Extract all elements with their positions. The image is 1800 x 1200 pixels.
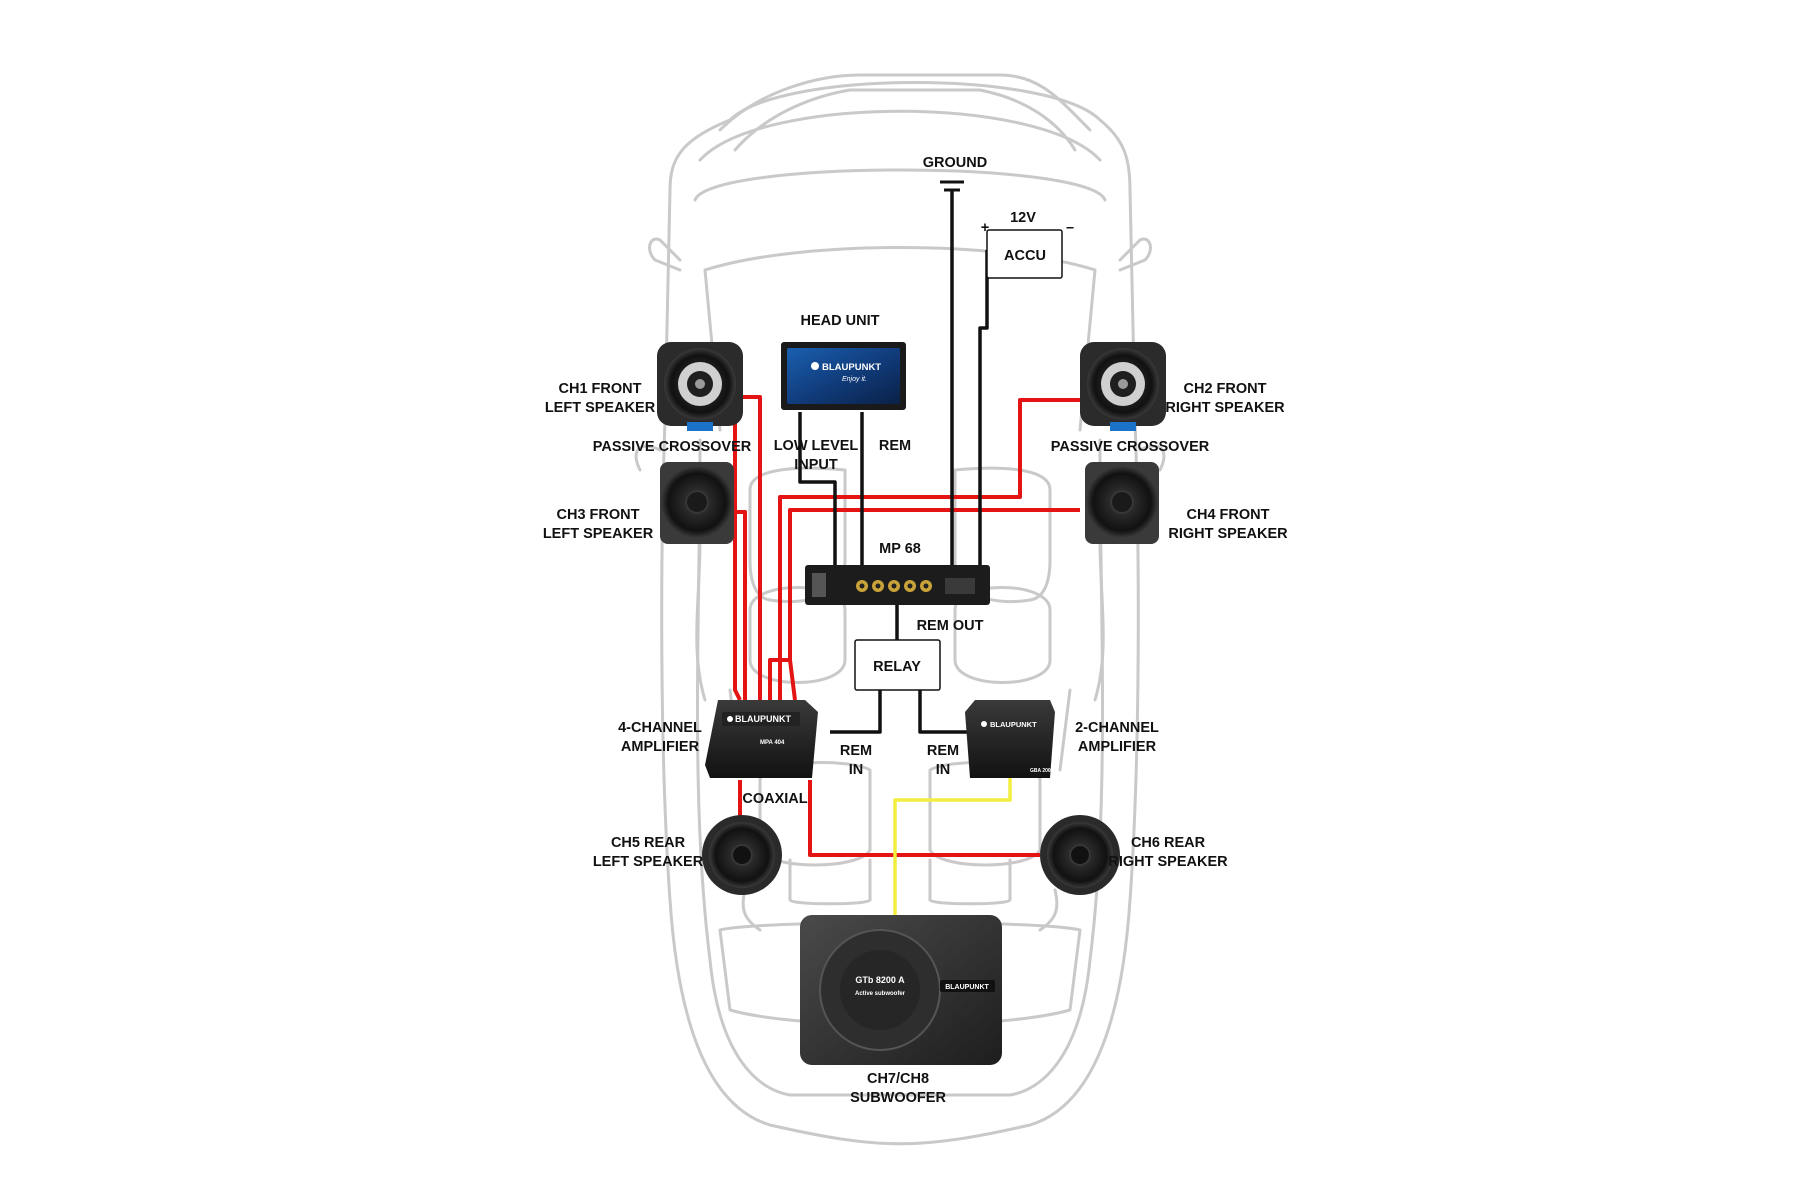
- subwoofer: [800, 915, 1002, 1065]
- head-unit-brand: BLAUPUNKT: [822, 362, 881, 373]
- head-unit-tagline: Enjoy it.: [842, 376, 867, 383]
- label-ch3-l2: LEFT SPEAKER: [543, 526, 654, 542]
- labels: GROUND 12V + – ACCU HEAD UNIT CH1 FRONT …: [543, 155, 1288, 1106]
- label-ch1-l2: LEFT SPEAKER: [545, 400, 656, 416]
- device-branding: BLAUPUNKT Enjoy it. BLAUPUNKT MPA 404 BL…: [735, 362, 1051, 997]
- amp-4ch: [705, 700, 818, 778]
- wire-accu-plus: [978, 250, 989, 572]
- label-crossover-left: PASSIVE CROSSOVER: [593, 439, 752, 455]
- ch6-speaker: [1040, 815, 1120, 895]
- rca-connectors: [856, 580, 932, 592]
- label-amp4-1: 4-CHANNEL: [618, 720, 702, 736]
- ch1-speaker: [657, 342, 743, 431]
- sub-model-sub: Active subwoofer: [855, 991, 906, 997]
- label-ch6-l1: CH6 REAR: [1131, 835, 1206, 851]
- label-ground: GROUND: [923, 155, 987, 171]
- label-rem-in-left-1: REM: [840, 743, 872, 759]
- sub-model: GTb 8200 A: [855, 975, 905, 985]
- ch5-speaker: [702, 815, 782, 895]
- amp2-model: GBA 200: [1030, 768, 1051, 774]
- label-plus: +: [981, 220, 989, 236]
- label-rem-out: REM OUT: [917, 618, 984, 634]
- label-crossover-right: PASSIVE CROSSOVER: [1051, 439, 1210, 455]
- ch4-speaker: [1085, 462, 1159, 544]
- label-ch3-l1: CH3 FRONT: [557, 507, 640, 523]
- label-mp68: MP 68: [879, 541, 921, 557]
- label-sub-1: CH7/CH8: [867, 1071, 929, 1087]
- control-wires: [798, 190, 989, 734]
- label-coaxial: COAXIAL: [742, 791, 807, 807]
- accu-box: [986, 229, 1063, 279]
- label-ch2-l1: CH2 FRONT: [1184, 381, 1267, 397]
- label-minus: –: [1066, 220, 1074, 236]
- relay-box: [854, 639, 941, 691]
- ch3-speaker: [660, 462, 734, 544]
- wire-rem-right: [918, 690, 970, 734]
- sub-brand: BLAUPUNKT: [945, 984, 989, 991]
- amp4-model: MPA 404: [760, 740, 785, 746]
- label-amp4-2: AMPLIFIER: [621, 739, 700, 755]
- label-rem-in-right-1: REM: [927, 743, 959, 759]
- ground-symbol: [940, 180, 964, 192]
- accu-label: ACCU: [1004, 248, 1046, 264]
- label-amp2-1: 2-CHANNEL: [1075, 720, 1159, 736]
- label-12v: 12V: [1010, 210, 1036, 226]
- label-ch4-l1: CH4 FRONT: [1187, 507, 1270, 523]
- relay-label: RELAY: [873, 659, 921, 675]
- head-unit: [781, 342, 906, 410]
- label-ch6-l2: RIGHT SPEAKER: [1108, 854, 1228, 870]
- label-rem-in-left-2: IN: [849, 762, 864, 778]
- label-low-level-1: LOW LEVEL: [774, 438, 859, 454]
- label-rem: REM: [879, 438, 911, 454]
- label-ch4-l2: RIGHT SPEAKER: [1168, 526, 1288, 542]
- amp4-brand: BLAUPUNKT: [735, 714, 791, 724]
- wire-ch2: [778, 398, 1080, 700]
- label-rem-in-right-2: IN: [936, 762, 951, 778]
- label-ch1-l1: CH1 FRONT: [559, 381, 642, 397]
- label-ch5-l2: LEFT SPEAKER: [593, 854, 704, 870]
- sub-signal-wire: [893, 775, 1012, 915]
- label-amp2-2: AMPLIFIER: [1078, 739, 1157, 755]
- wire-ch4-b: [768, 658, 790, 700]
- ch2-speaker: [1080, 342, 1166, 431]
- wire-ch6: [808, 780, 1040, 857]
- label-ch2-l2: RIGHT SPEAKER: [1165, 400, 1285, 416]
- wire-ch4: [788, 508, 1080, 701]
- amp2-brand: BLAUPUNKT: [990, 720, 1037, 729]
- label-ch5-l1: CH5 REAR: [611, 835, 686, 851]
- wire-low-level: [798, 412, 837, 572]
- label-sub-2: SUBWOOFER: [850, 1090, 946, 1106]
- mp68-dsp: [805, 565, 990, 605]
- label-low-level-2: INPUT: [794, 457, 838, 473]
- wire-rem-left: [830, 690, 882, 734]
- wire-ch1-b: [733, 397, 742, 701]
- amp-2ch: [965, 700, 1055, 778]
- label-head-unit: HEAD UNIT: [801, 313, 880, 329]
